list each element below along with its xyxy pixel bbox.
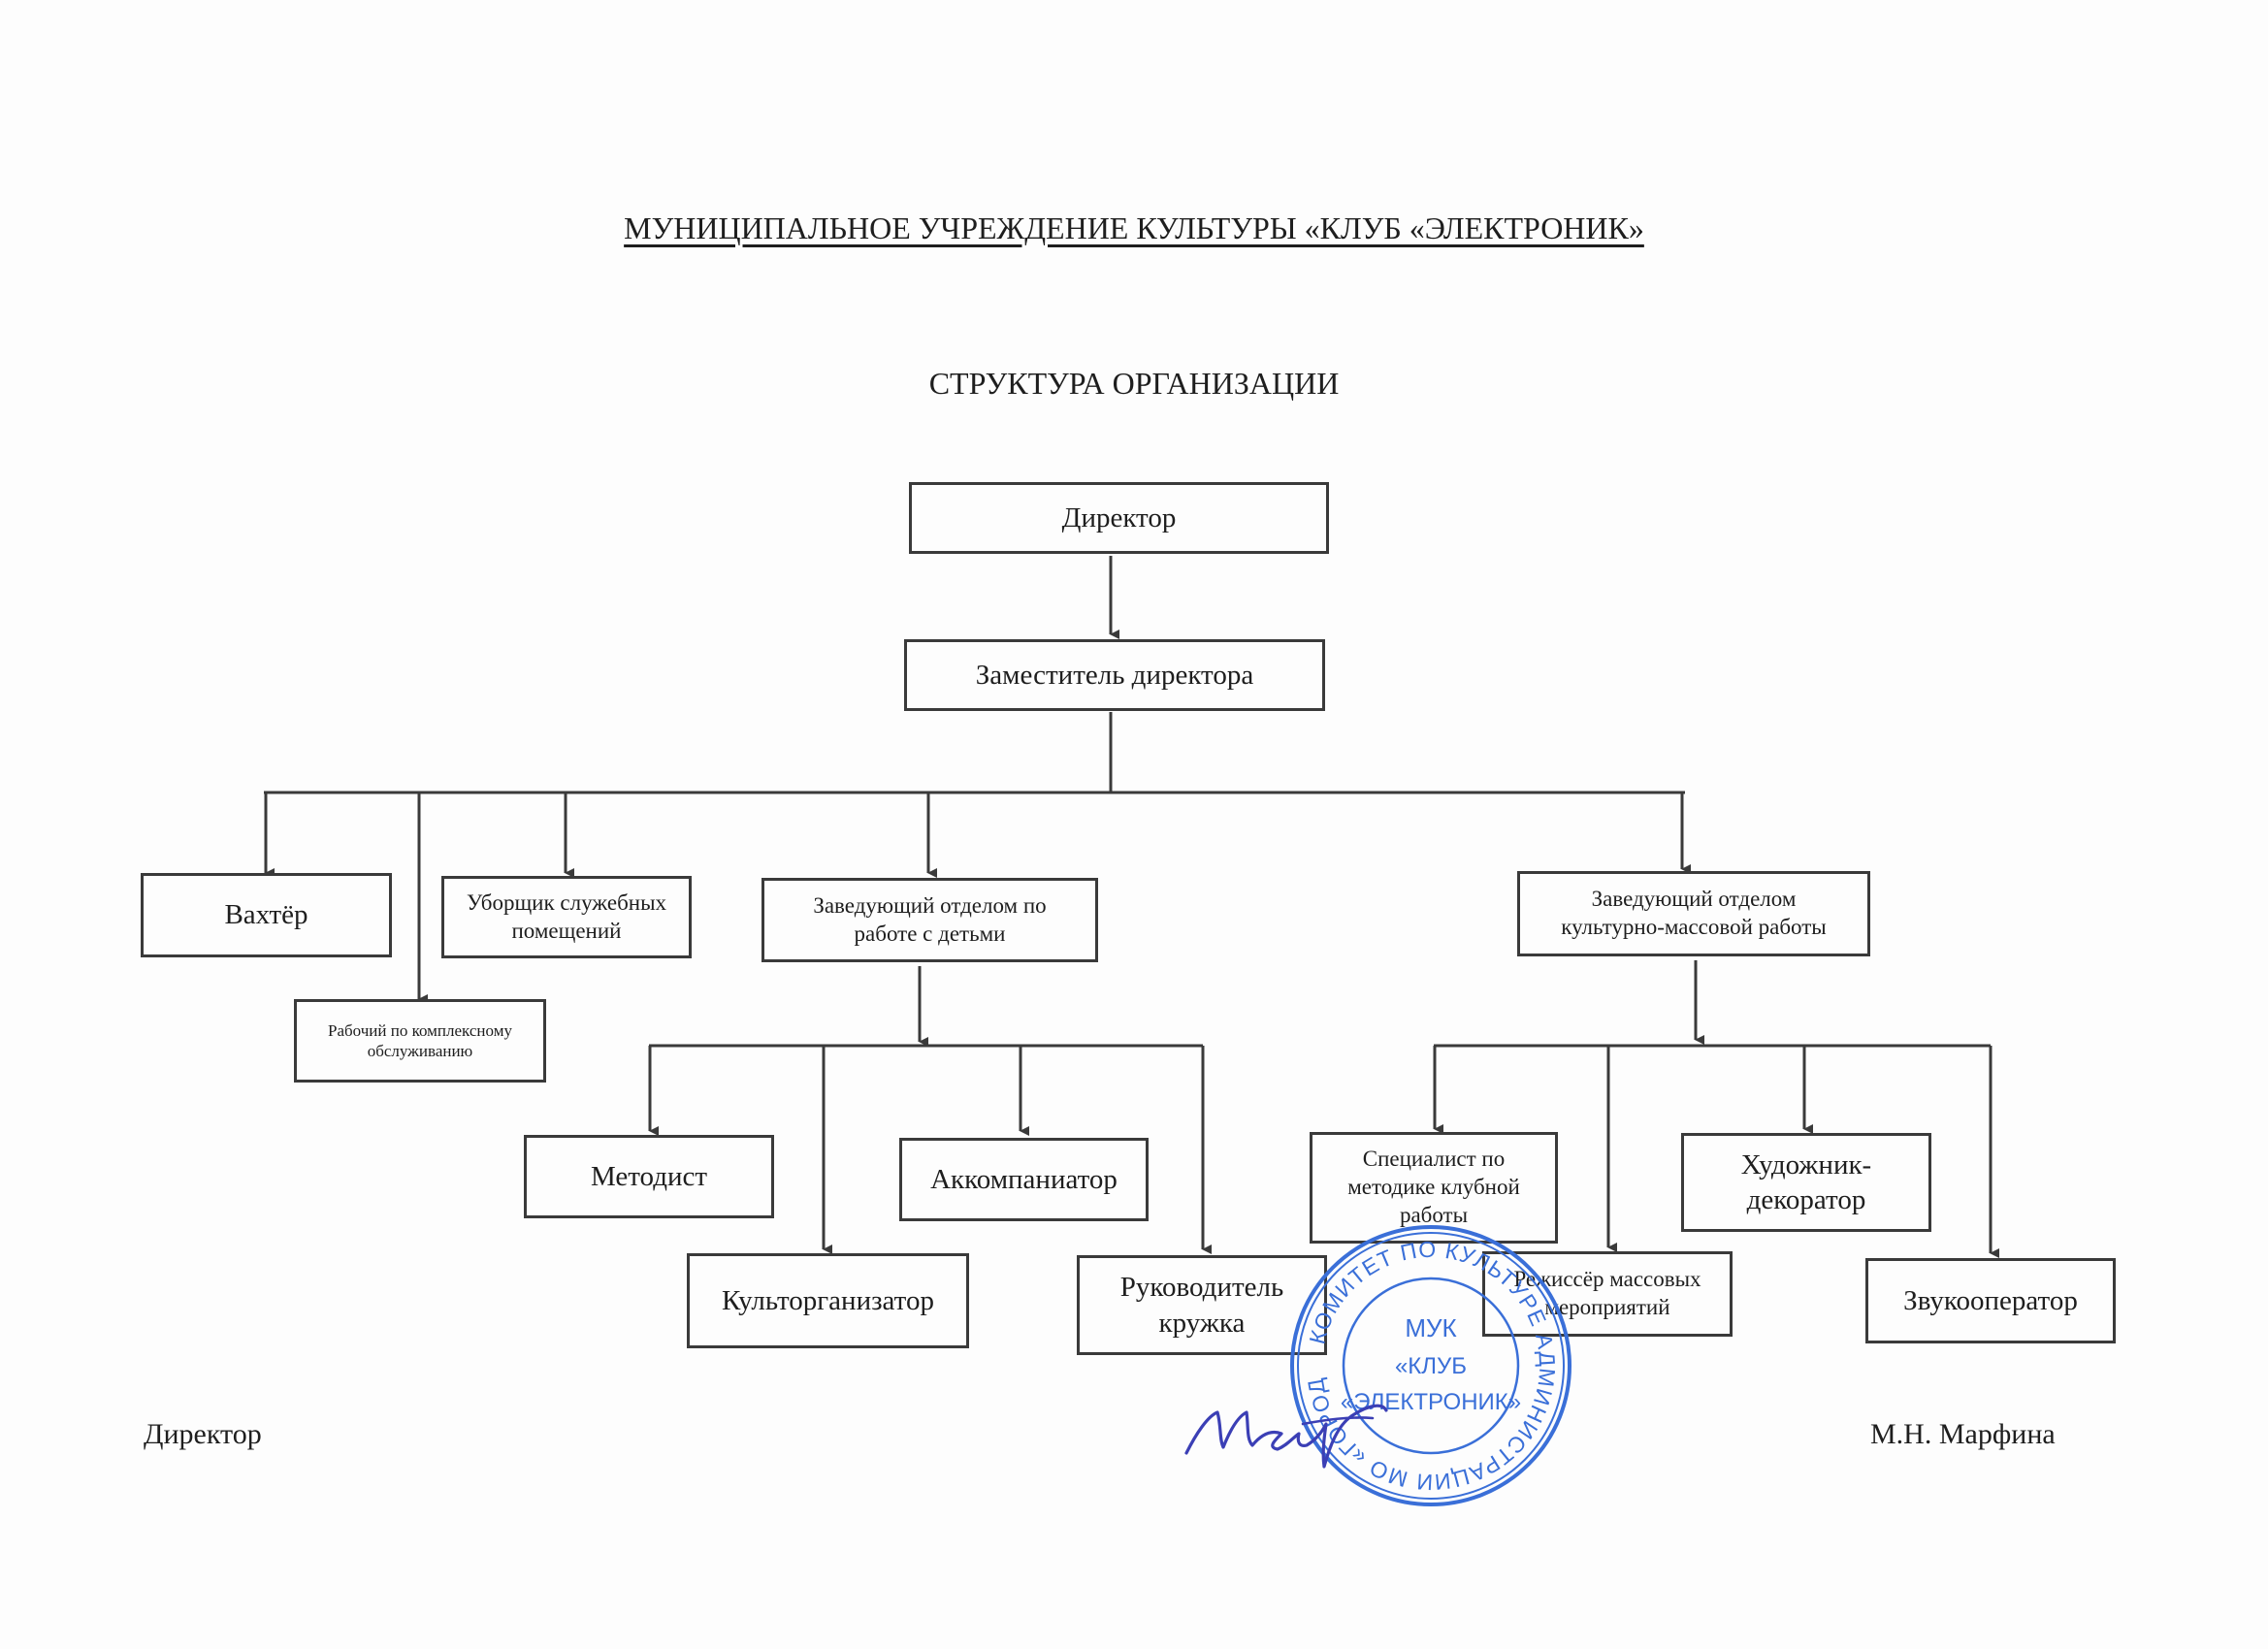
box-watchman-label: Вахтёр <box>224 899 308 931</box>
box-deputy-director-label: Заместитель директора <box>975 659 1254 691</box>
box-maintenance-worker: Рабочий по комплексному обслуживанию <box>294 999 546 1083</box>
box-accompanist-label: Аккомпаниатор <box>930 1163 1118 1195</box>
box-director-label: Директор <box>1061 501 1177 534</box>
box-club-leader: Руководитель кружка <box>1077 1255 1327 1355</box>
box-artist-decorator-label: Художник-декоратор <box>1740 1148 1872 1215</box>
signature-role: Директор <box>144 1418 262 1450</box>
document-title: МУНИЦИПАЛЬНОЕ УЧРЕЖДЕНИЕ КУЛЬТУРЫ «КЛУБ … <box>624 210 1644 245</box>
signature-name: М.Н. Марфина <box>1870 1418 2056 1450</box>
stamp-center-line-2: «КЛУБ <box>1395 1353 1467 1379</box>
box-head-children-dept: Заведующий отделом по работе с детьми <box>761 878 1098 962</box>
box-club-methods-specialist: Специалист по методике клубной работы <box>1310 1132 1558 1244</box>
box-cultural-organizer-label: Культорганизатор <box>722 1284 934 1316</box>
box-events-director: Режиссёр массовых мероприятий <box>1482 1251 1733 1337</box>
box-events-director-label: Режиссёр массовых мероприятий <box>1513 1267 1701 1319</box>
stamp-center-line-1: МУК <box>1405 1313 1456 1342</box>
box-head-cultural-dept: Заведующий отделом культурно-массовой ра… <box>1517 871 1870 956</box>
box-sound-operator: Звукооператор <box>1865 1258 2116 1343</box>
document-subtitle: СТРУКТУРА ОРГАНИЗАЦИИ <box>928 366 1340 401</box>
box-watchman: Вахтёр <box>141 873 392 957</box>
box-methodist: Методист <box>524 1135 774 1218</box>
box-artist-decorator: Художник-декоратор <box>1681 1133 1931 1232</box>
box-head-children-dept-label: Заведующий отделом по работе с детьми <box>813 892 1047 946</box>
box-director: Директор <box>909 482 1329 554</box>
box-methodist-label: Методист <box>590 1160 708 1192</box>
box-cultural-organizer: Культорганизатор <box>687 1253 969 1348</box>
box-deputy-director: Заместитель директора <box>904 639 1325 711</box>
box-club-methods-specialist-label: Специалист по методике клубной работы <box>1347 1147 1520 1227</box>
box-accompanist: Аккомпаниатор <box>899 1138 1149 1221</box>
box-office-cleaner: Уборщик служебных помещений <box>441 876 692 958</box>
box-maintenance-worker-label: Рабочий по комплексному обслуживанию <box>328 1020 512 1060</box>
box-head-cultural-dept-label: Заведующий отделом культурно-массовой ра… <box>1561 887 1827 939</box>
stamp-center-line-3: «ЭЛЕКТРОНИК» <box>1341 1389 1521 1415</box>
box-sound-operator-label: Звукооператор <box>1903 1284 2078 1316</box>
box-club-leader-label: Руководитель кружка <box>1119 1272 1284 1339</box>
box-office-cleaner-label: Уборщик служебных помещений <box>466 889 667 943</box>
director-signature <box>1184 1404 1388 1469</box>
